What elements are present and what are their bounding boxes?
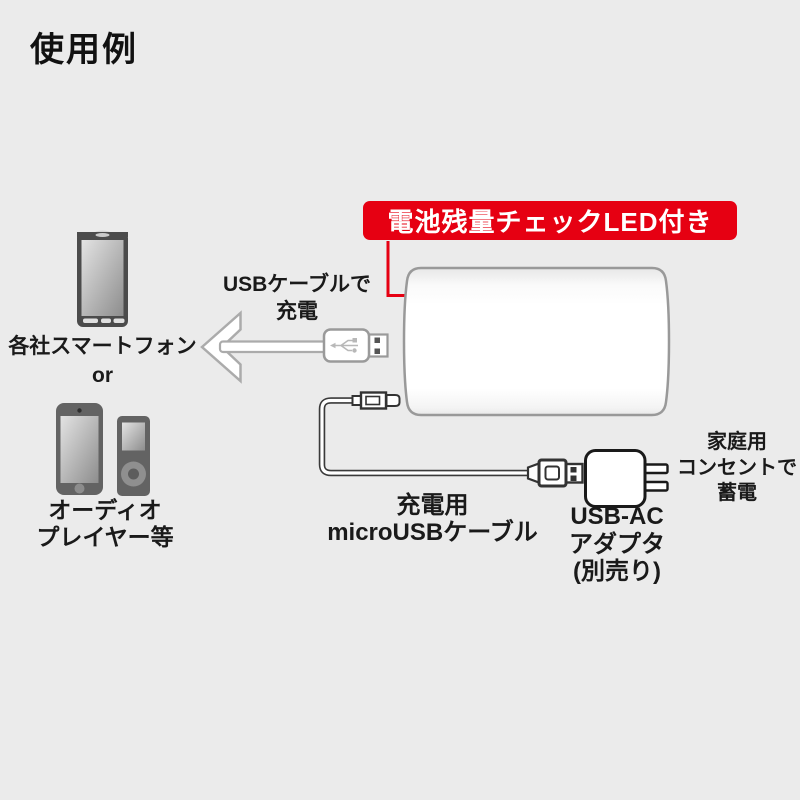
callout-label: 電池残量チェックLED付き — [387, 207, 713, 237]
or-label: or — [92, 364, 113, 387]
usb-cable-charge-label: USBケーブルで 充電 — [222, 273, 372, 323]
audio-player-touch-icon — [56, 403, 103, 495]
callout-line — [386, 241, 407, 297]
smartphone-icon — [77, 230, 128, 327]
micro-usb-cable-icon — [318, 391, 584, 488]
power-bank-icon — [402, 266, 671, 417]
household-outlet-label: 家庭用 コンセントで 蓄電 — [677, 431, 797, 504]
micro-usb-plug-icon — [351, 391, 401, 410]
audio-player-label: オーディオ プレイヤー等 — [36, 497, 174, 550]
usb-a-plug-to-adapter-icon — [526, 458, 584, 488]
usb-a-plug-icon — [218, 328, 389, 363]
page-title: 使用例 — [30, 31, 138, 69]
usb-ac-adapter-icon — [584, 449, 669, 508]
micro-usb-cable-label: 充電用 microUSBケーブル — [327, 492, 538, 546]
smartphone-label: 各社スマートフォン or — [0, 332, 205, 390]
battery-led-callout: 電池残量チェックLED付き — [363, 201, 737, 240]
usb-ac-adapter-label: USB-AC アダプタ (別売り) — [569, 503, 665, 585]
usb-trident-icon — [330, 338, 358, 353]
audio-player-nano-icon — [117, 416, 150, 496]
